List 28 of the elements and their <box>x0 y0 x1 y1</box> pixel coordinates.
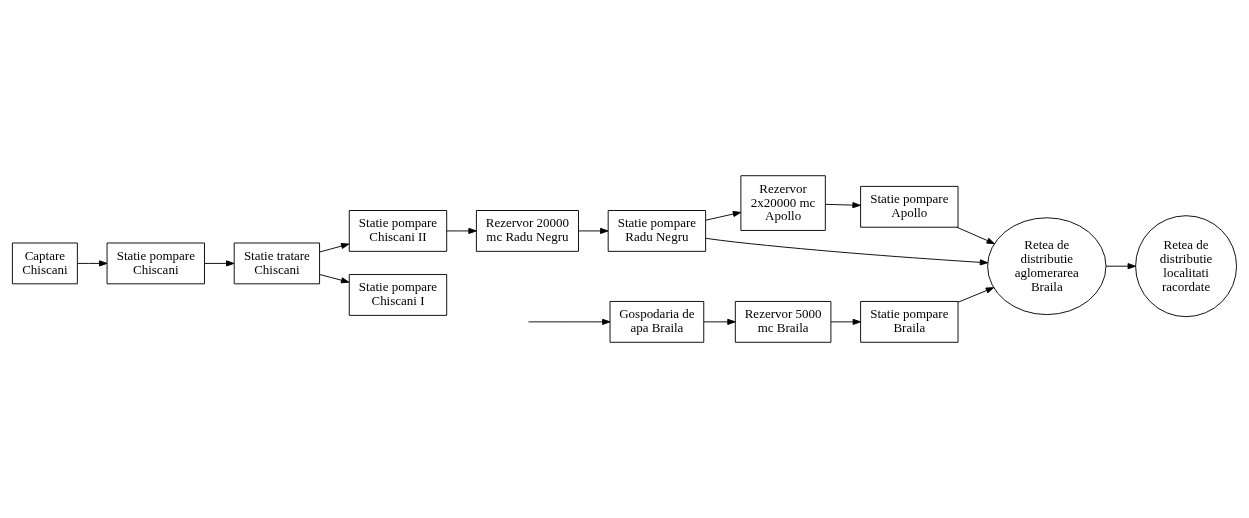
node-box: Statie pompare Radu Negru <box>607 210 707 252</box>
arrow <box>578 227 609 234</box>
arrow <box>824 202 861 209</box>
node-box: Rezervor 20000 mc Radu Negru <box>475 210 579 252</box>
arrow <box>1105 263 1136 270</box>
node-box: Statie tratare Chiscani <box>233 242 321 285</box>
node-box: Captare Chiscani <box>11 242 78 285</box>
node-box: Statie pompare Chiscani I <box>348 274 448 316</box>
arrow <box>528 318 611 325</box>
arrow <box>446 227 477 234</box>
node-box: Statie pompare Chiscani <box>106 242 205 285</box>
arrow <box>705 211 742 221</box>
arrow <box>956 226 995 245</box>
arrow <box>703 318 736 325</box>
arrow <box>204 260 235 267</box>
arrow <box>319 243 350 253</box>
node-box: Rezervor 5000 mc Braila <box>734 301 832 343</box>
arrow <box>319 274 350 284</box>
arrow <box>957 287 995 303</box>
node-box: Statie pompare Braila <box>860 301 959 343</box>
node-box: Statie pompare Apollo <box>860 185 959 228</box>
node-box: Gospodaria de apa Braila <box>609 301 705 343</box>
arrow <box>705 237 989 266</box>
node-circle: Retea de distributie localitati racordate <box>1135 215 1237 318</box>
arrow <box>77 260 108 267</box>
node-box: Statie pompare Chiscani II <box>348 210 448 252</box>
arrow <box>830 318 861 325</box>
node-box: Rezervor 2x20000 mc Apollo <box>740 175 826 231</box>
